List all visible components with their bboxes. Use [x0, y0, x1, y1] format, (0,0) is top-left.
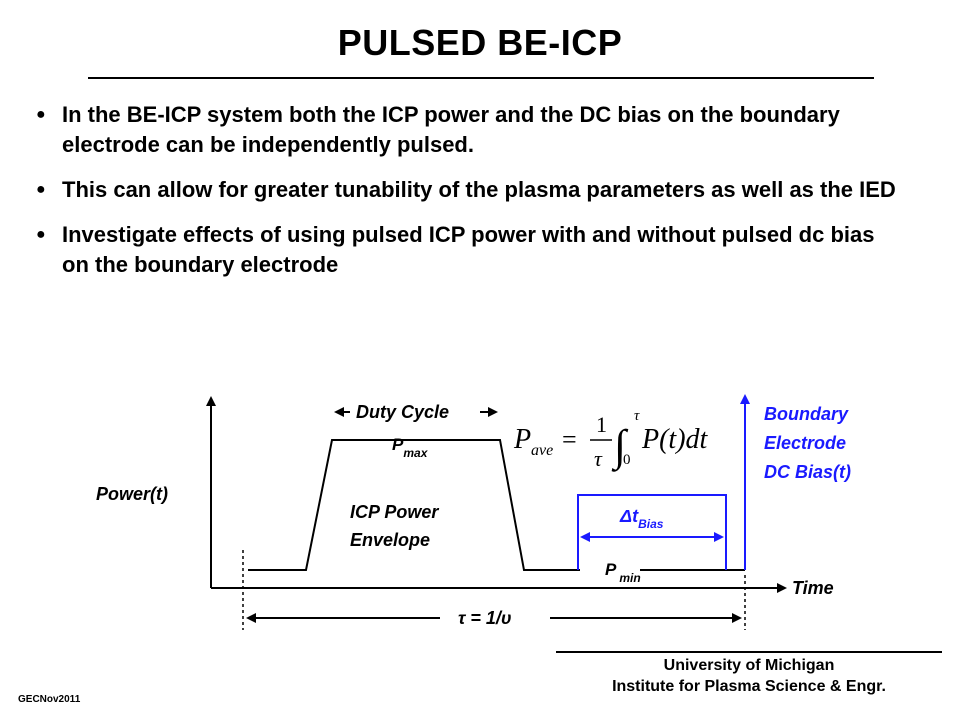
title-divider	[88, 77, 874, 79]
period-label: τ = 1/υ	[458, 608, 512, 628]
duty-cycle-label: Duty Cycle	[356, 402, 449, 422]
footer-divider	[556, 651, 942, 653]
bullet-icon: ●	[36, 181, 46, 198]
bullet-text: This can allow for greater tunability of…	[62, 177, 896, 202]
bullet-item: ● In the BE-ICP system both the ICP powe…	[36, 100, 896, 160]
envelope-label-line2: Envelope	[350, 530, 430, 550]
footer-university: University of Michigan	[663, 657, 835, 674]
formula-body: P(t)dt	[641, 424, 709, 455]
dc-bias-pulse	[577, 494, 727, 570]
formula-sub: ave	[531, 442, 553, 459]
bullet-icon: ●	[36, 226, 46, 243]
p-max-label: Pmax	[392, 435, 429, 460]
formula-equals: =	[562, 425, 577, 454]
bias-label-line3: DC Bias(t)	[764, 462, 851, 482]
average-power-formula: P ave = 1 τ ∫ τ 0 P(t)dt	[513, 408, 709, 472]
bullet-icon: ●	[36, 106, 46, 123]
icp-power-envelope	[248, 439, 580, 571]
bullet-text: In the BE-ICP system both the ICP power …	[62, 102, 840, 157]
formula-integral: ∫	[611, 421, 629, 472]
formula-denominator: τ	[594, 446, 603, 471]
bullet-list: ● In the BE-ICP system both the ICP powe…	[36, 100, 896, 295]
bias-label-line1: Boundary	[764, 404, 849, 424]
slide-title: PULSED BE-ICP	[337, 22, 623, 63]
footer-institute: Institute for Plasma Science & Engr.	[612, 678, 886, 695]
formula-numerator: 1	[596, 412, 607, 437]
bullet-text: Investigate effects of using pulsed ICP …	[62, 222, 875, 277]
formula-upper-limit: τ	[634, 408, 640, 424]
envelope-label-line1: ICP Power	[350, 502, 439, 522]
conference-tag: GECNov2011	[18, 694, 81, 705]
delta-t-bias-label: ΔtBias	[619, 506, 664, 531]
bias-label-line2: Electrode	[764, 433, 846, 453]
x-axis-label: Time	[792, 578, 834, 598]
y-axis-label: Power(t)	[96, 484, 168, 504]
formula-lower-limit: 0	[623, 452, 631, 468]
formula-p: P	[513, 424, 531, 455]
bullet-item: ● This can allow for greater tunability …	[36, 175, 896, 205]
bullet-item: ● Investigate effects of using pulsed IC…	[36, 220, 896, 280]
